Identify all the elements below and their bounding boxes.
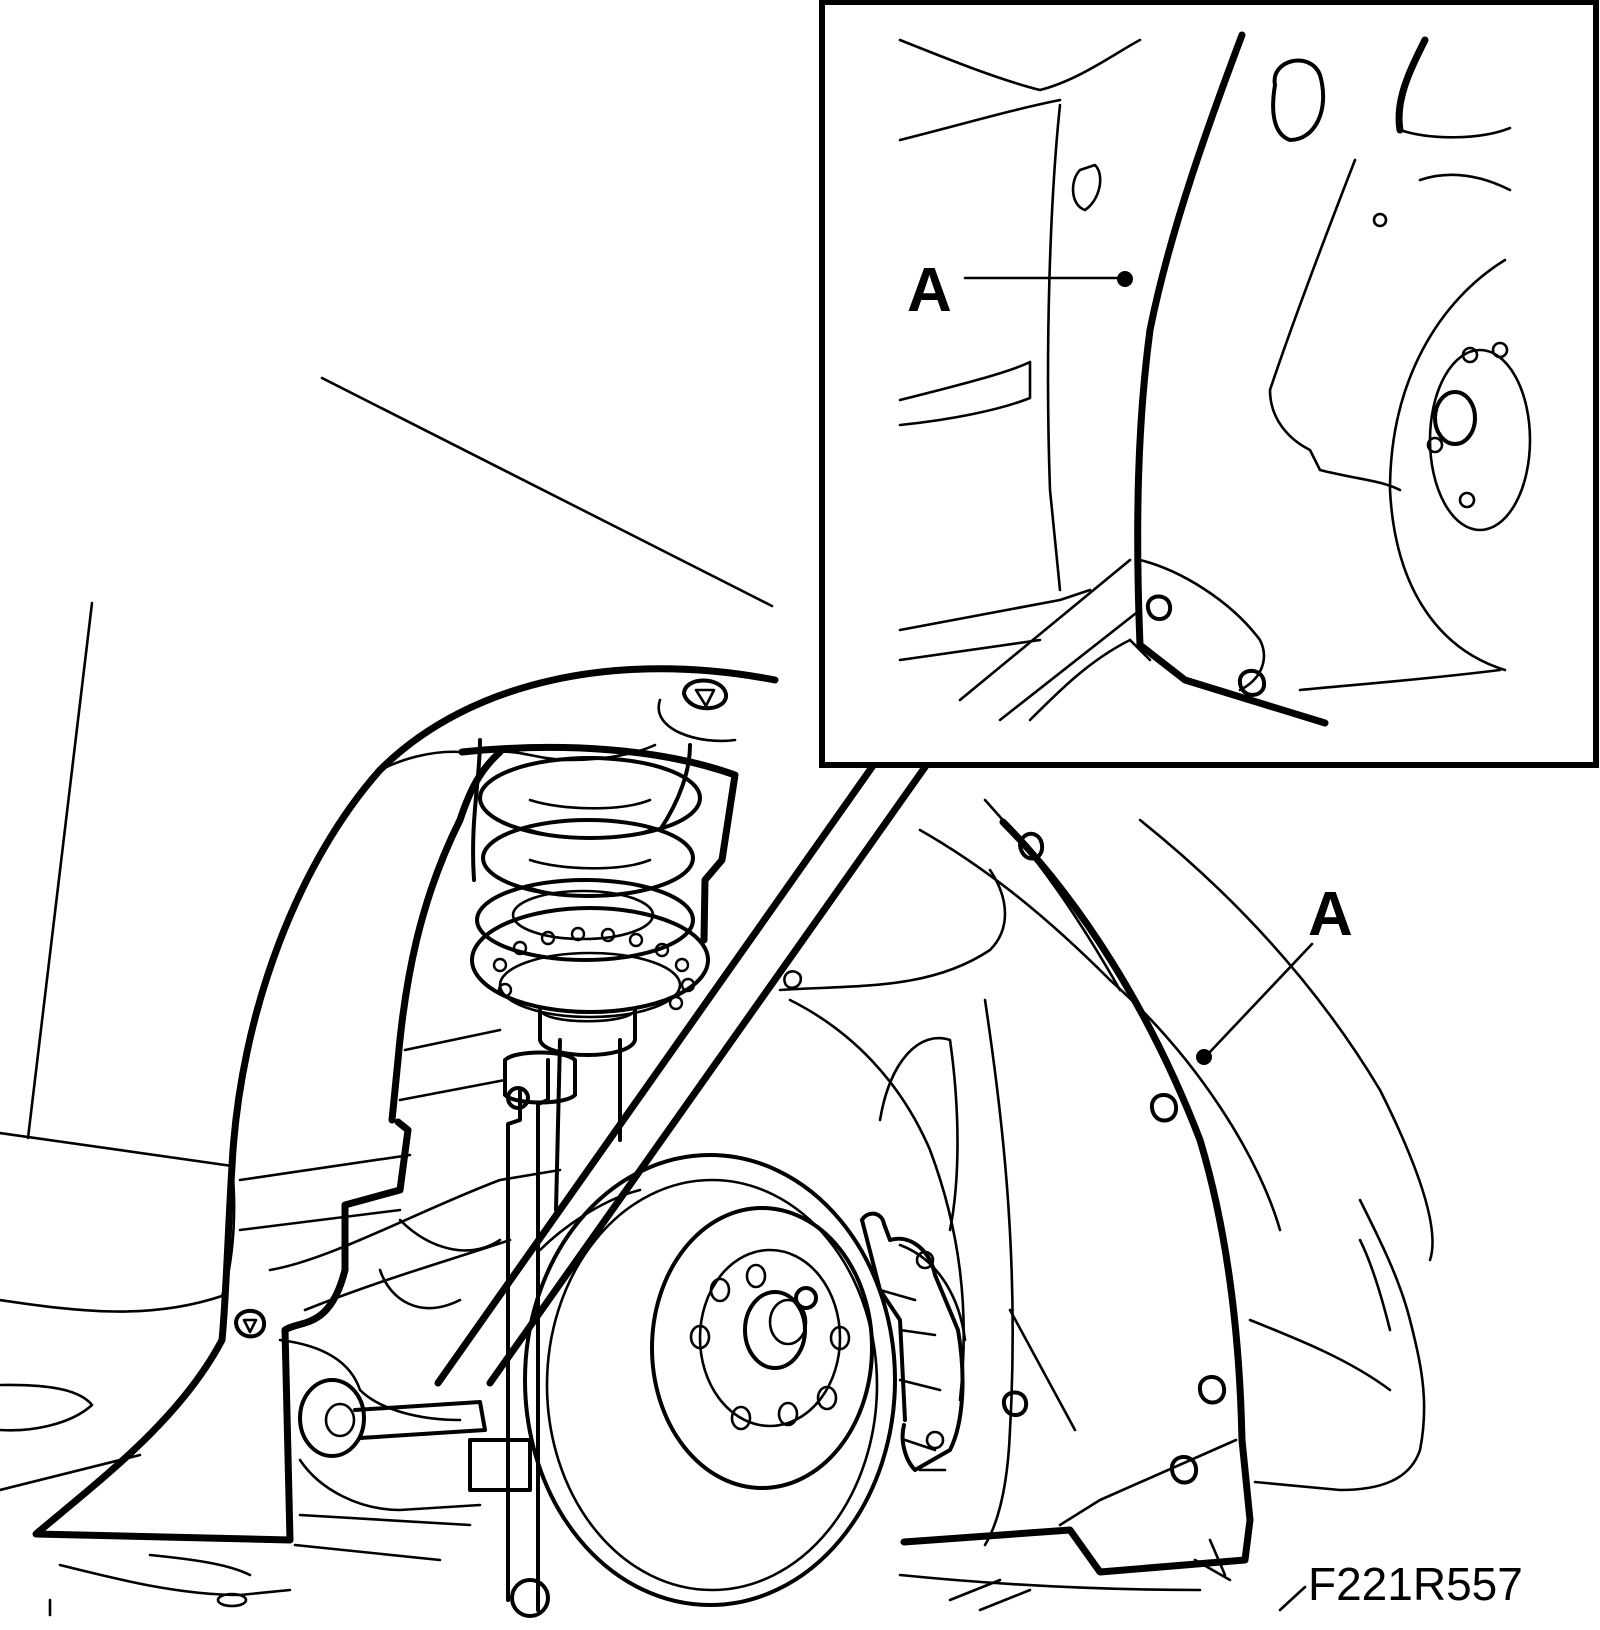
underbody-lines — [48, 1553, 1202, 1617]
inset-callout-label: A — [907, 256, 952, 325]
lower-control-arm — [268, 1168, 562, 1562]
inset-leader-dot — [1117, 271, 1133, 287]
detail-wedge-lines — [434, 756, 934, 1387]
brake-disc — [523, 1153, 897, 1607]
coil-spring-strut — [398, 738, 710, 1618]
main-leader-line — [1206, 942, 1314, 1056]
figure-code-tick — [1278, 1585, 1307, 1612]
main-callout: A — [1196, 880, 1353, 1065]
main-callout-label: A — [1308, 880, 1353, 949]
figure-code: F221R557 — [1308, 1558, 1523, 1610]
brake-caliper — [860, 1211, 967, 1472]
wheel-arch-liner-right — [778, 798, 1434, 1582]
fender-body-lines — [0, 376, 774, 1492]
inset-drawing — [898, 31, 1532, 727]
detail-inset: A — [819, 0, 1599, 768]
main-leader-dot — [1196, 1049, 1212, 1065]
